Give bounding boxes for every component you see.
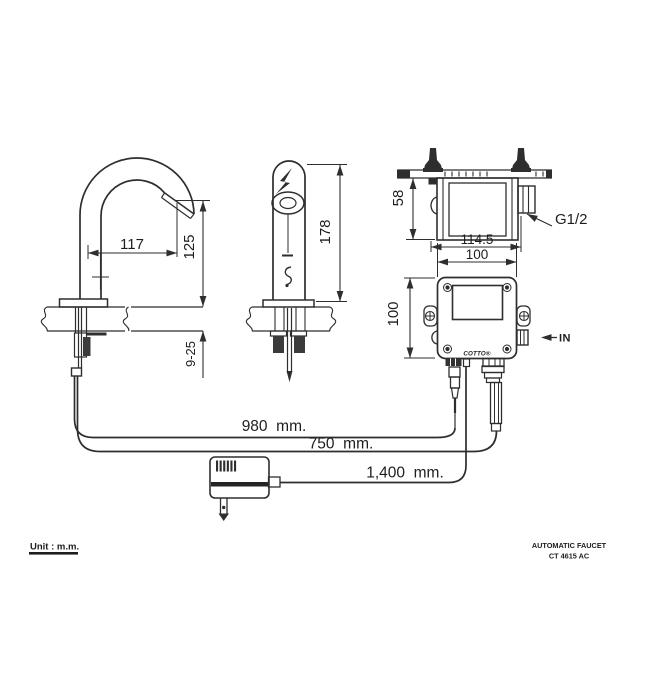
fixing-nut (83, 337, 91, 356)
adapter-output-plug (267, 476, 281, 488)
inlet-fitting-front (516, 329, 529, 346)
corner-screws (443, 283, 512, 354)
front-under-counter (269, 307, 308, 382)
unit-underline (29, 552, 78, 555)
spout-tip-face (161, 192, 195, 219)
adapter-band (211, 482, 269, 487)
adapter-prong (218, 498, 229, 521)
thread-size-value: G1/2 (555, 211, 588, 228)
product-name: AUTOMATIC FAUCET (532, 541, 607, 550)
power-cord-path (280, 367, 467, 484)
outlet-hose-connector (482, 357, 505, 368)
mounting-ear-left (423, 305, 438, 327)
brand-label: COTTO® (463, 351, 491, 358)
centerline-cross (92, 252, 109, 290)
threaded-stud-right (294, 336, 305, 353)
spout-tip-cut (164, 192, 195, 215)
spout-inner-arc (100, 179, 166, 217)
unit-note: Unit : m.m. (30, 542, 79, 553)
bracket-width-value: 114.5 (461, 232, 494, 247)
faucet-side-view (40, 157, 203, 377)
footer: Unit : m.m. AUTOMATIC FAUCET CT 4615 AC (29, 541, 607, 561)
sensor-window-outer (271, 191, 305, 215)
box-top-side-bump (430, 196, 438, 215)
supply-hose-path (76, 376, 498, 453)
sensor-flash-icon (276, 168, 292, 194)
sensor-window-inner (279, 196, 297, 210)
spout-height-value: 125 (181, 234, 198, 259)
cable-ferrule (70, 367, 83, 377)
faucet-front-body (272, 160, 306, 300)
mounting-ear-right (516, 305, 531, 327)
sensor-cable-path (73, 376, 456, 439)
dim-bracket-width: 114.5 (430, 216, 522, 252)
dim-spout-reach: 117 (87, 203, 178, 259)
connector-stripes (450, 358, 456, 366)
adapter-vents (216, 460, 237, 472)
control-box-front-view: COTTO® (423, 276, 531, 368)
dim-thread: G1/2 (525, 210, 588, 228)
spout-outer-arc (79, 157, 195, 217)
supply-pipe-tip (286, 371, 293, 382)
box-width-value: 100 (466, 247, 489, 262)
front-flange (262, 299, 315, 308)
dim-box-depth: 58 (390, 178, 435, 240)
dim-spout-height: 125 (175, 200, 210, 307)
sensor-cable-connector (445, 358, 462, 366)
box-panel (451, 284, 504, 321)
faucet-front-view (245, 160, 337, 382)
dim-box-width: 100 (437, 243, 517, 277)
power-cord-connector (462, 358, 471, 368)
hook-symbol-dot (285, 283, 289, 288)
hook-symbol (284, 266, 292, 286)
box-height-value: 100 (385, 301, 402, 326)
box-side-bump (431, 330, 438, 345)
body-height-value: 178 (317, 219, 334, 244)
inlet-label: IN (559, 333, 571, 345)
power-adapter (209, 456, 281, 521)
inlet-fitting-top (517, 185, 536, 214)
under-counter-fixing (70, 307, 107, 377)
power-cord-length: 1,400 mm. (366, 465, 444, 482)
braided-hose (481, 365, 505, 432)
counter-slab-left (40, 306, 203, 332)
threaded-stud-left (273, 336, 284, 353)
sensor-cable-length: 980 mm. (242, 418, 307, 435)
product-model: CT 4615 AC (549, 552, 590, 561)
dim-body-height: 178 (307, 164, 347, 302)
adapter-body (209, 456, 270, 499)
anchor-bolt-left (423, 148, 443, 185)
dim-deck-thickness: 9-25 (183, 331, 207, 378)
box-top-walls (442, 178, 513, 240)
sensor-plug (448, 366, 461, 428)
dim-box-height: 100 (385, 277, 435, 359)
spout-reach-value: 117 (120, 236, 144, 253)
anchor-bolt-right (511, 148, 531, 172)
base-flange (58, 298, 109, 308)
faucet-body-pipe (79, 216, 102, 299)
box-depth-value: 58 (390, 190, 407, 207)
rail-hatch (444, 170, 552, 178)
deck-thickness-value: 9-25 (183, 341, 198, 367)
supply-hose-length: 750 mm. (309, 436, 374, 453)
rail-end-cap (397, 169, 410, 179)
box-top-lid (448, 182, 507, 237)
inlet-callout: IN (541, 333, 571, 345)
control-box-top-view (397, 148, 552, 241)
